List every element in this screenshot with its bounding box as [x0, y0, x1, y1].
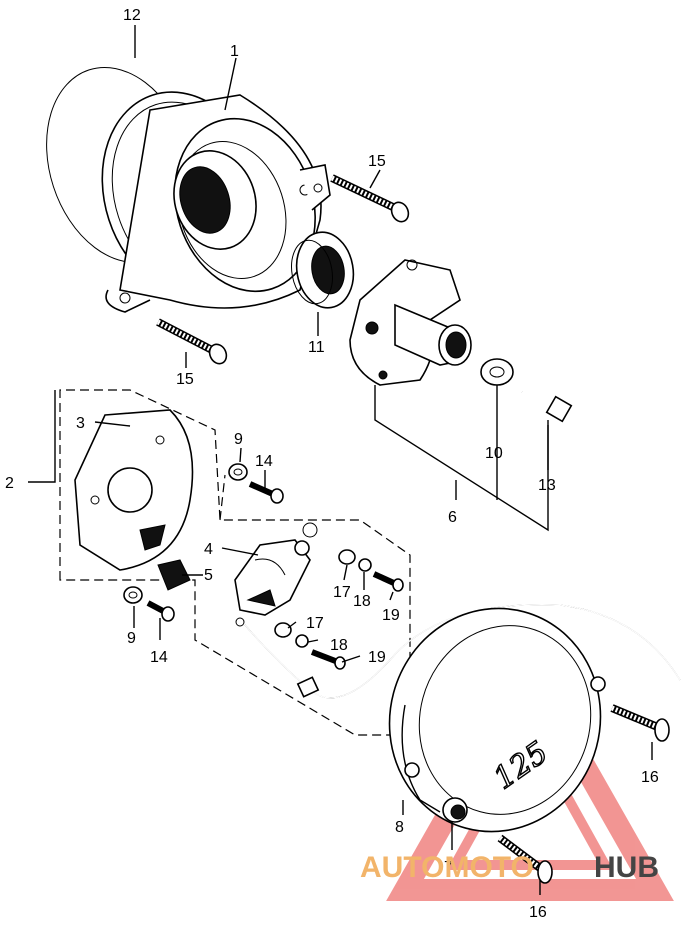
screw-part-16-lower	[497, 834, 553, 884]
callout-9-upper: 9	[234, 431, 243, 448]
callout-7: 7	[444, 859, 453, 876]
callout-11: 11	[308, 339, 325, 356]
wire-lead	[244, 604, 681, 699]
callout-18-upper: 18	[353, 593, 371, 610]
bearing-holder-part	[349, 259, 472, 386]
bolt-part-13	[520, 389, 573, 423]
callout-15-lower: 15	[176, 371, 194, 388]
callout-3: 3	[76, 415, 85, 432]
callout-8: 8	[395, 819, 404, 836]
watermark-text-hub: HUB	[594, 851, 659, 884]
callout-6: 6	[448, 509, 457, 526]
base-plate-part	[74, 409, 194, 571]
callout-19-upper: 19	[382, 607, 400, 624]
callout-19-lower: 19	[368, 649, 386, 666]
callout-1: 1	[230, 43, 239, 60]
screw-part-14-lower	[146, 600, 175, 622]
screw-part-19-lower	[310, 649, 346, 670]
callout-13: 13	[538, 477, 556, 494]
callout-16-lower: 16	[529, 904, 547, 921]
callout-12: 12	[123, 7, 141, 24]
callout-17-upper: 17	[333, 584, 351, 601]
screw-part-14-upper	[248, 481, 284, 504]
callout-5: 5	[204, 567, 213, 584]
callout-9-lower: 9	[127, 630, 136, 647]
screw-part-19-upper	[372, 571, 404, 592]
callout-labels: 12 1 15 15 11 2 3 4 5 9 14 9 14 6 10 13 …	[5, 7, 659, 921]
washer-part-9-upper	[228, 463, 248, 481]
callout-17-lower: 17	[306, 615, 324, 632]
washer-part-17-upper	[338, 549, 356, 565]
cap-part-7	[442, 797, 468, 823]
callout-14-upper: 14	[255, 453, 273, 470]
washer-part-10	[480, 358, 514, 386]
callout-14-lower: 14	[150, 649, 168, 666]
screw-part-15-upper	[330, 174, 410, 223]
callout-15-upper: 15	[368, 153, 386, 170]
contact-breaker-part	[234, 522, 318, 627]
screw-part-16-upper	[610, 704, 670, 742]
housing-part	[101, 91, 331, 313]
washer-part-18-upper	[358, 558, 372, 572]
callout-10: 10	[485, 445, 503, 462]
washer-part-18-lower	[295, 634, 309, 648]
callout-2: 2	[5, 475, 14, 492]
callout-4: 4	[204, 541, 213, 558]
callout-16-upper: 16	[641, 769, 659, 786]
callout-18-lower: 18	[330, 637, 348, 654]
condenser-part-5	[157, 559, 191, 591]
washer-part-17-lower	[274, 622, 292, 638]
watermark-logo: AUTOMOTO HUB	[360, 851, 659, 884]
point-cover-part: 125	[388, 607, 606, 833]
screw-part-15-lower	[156, 318, 228, 365]
watermark-text-automoto: AUTOMOTO	[360, 851, 534, 884]
leader-lines	[28, 25, 653, 895]
oil-seal-part	[291, 231, 355, 309]
assembly-dash-lines	[59, 389, 411, 736]
washer-part-9-lower	[123, 586, 143, 604]
